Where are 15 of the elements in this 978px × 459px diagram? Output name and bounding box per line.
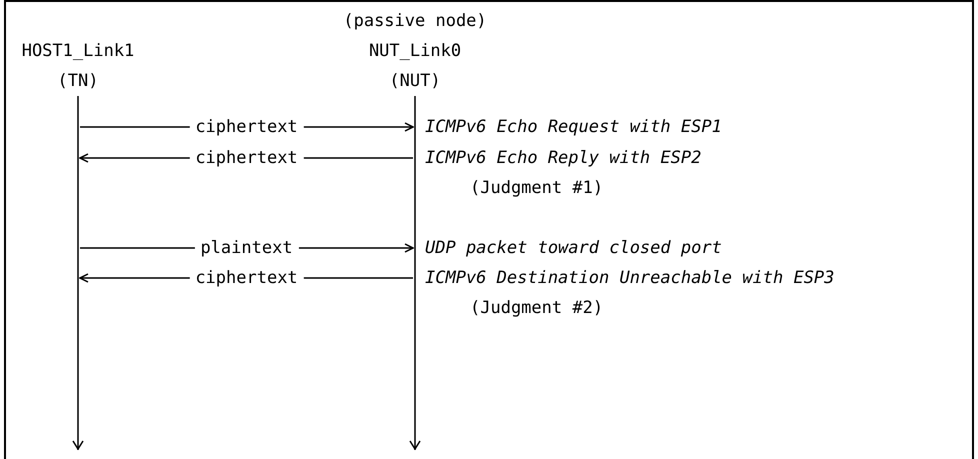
judgment-note: (Judgment #2) <box>470 297 604 320</box>
message-description: ICMPv6 Echo Reply with ESP2 <box>425 147 702 170</box>
message-description: ICMPv6 Destination Unreachable with ESP3 <box>425 267 834 290</box>
edge-label: ciphertext <box>189 147 304 169</box>
participant-label: (passive node) <box>343 10 487 33</box>
participant-label: (NUT) <box>389 70 441 93</box>
participant-label: NUT_Link0 <box>368 40 462 63</box>
edge-label: ciphertext <box>189 267 304 289</box>
edge-label: plaintext <box>194 237 299 259</box>
participant-label: (TN) <box>58 70 98 93</box>
judgment-note: (Judgment #1) <box>470 177 604 200</box>
message-description: ICMPv6 Echo Request with ESP1 <box>425 116 722 139</box>
edge-label: ciphertext <box>189 116 304 138</box>
message-description: UDP packet toward closed port <box>425 237 722 260</box>
participant-label: HOST1_Link1 <box>22 40 134 63</box>
